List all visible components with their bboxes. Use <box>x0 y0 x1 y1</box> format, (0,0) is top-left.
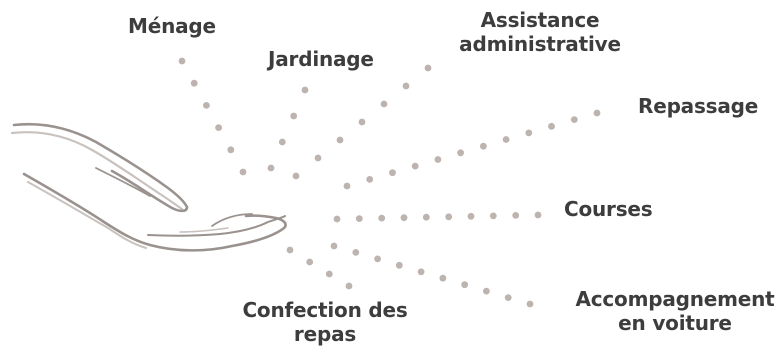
connector-dot-confection <box>345 282 353 290</box>
connector-dot-repassage <box>525 129 533 137</box>
connector-dot-jardinage <box>301 86 309 94</box>
connector-dot-menage <box>239 168 247 176</box>
service-label-line: en voiture <box>618 311 732 335</box>
connector-dot-courses <box>378 214 386 222</box>
service-label-line: Accompagnement <box>575 287 775 311</box>
connector-dot-accompagnement <box>504 294 512 301</box>
service-label-jardinage: Jardinage <box>268 47 374 71</box>
connector-dot-courses <box>355 215 363 223</box>
connector-dot-jardinage <box>267 164 275 172</box>
connector-dot-assistance <box>380 100 388 108</box>
connector-dot-assistance <box>314 154 322 162</box>
service-label-menage: Ménage <box>128 14 216 38</box>
service-label-courses: Courses <box>564 197 653 221</box>
connector-dot-courses <box>534 211 542 219</box>
connector-dot-courses <box>333 215 341 223</box>
connector-dot-courses <box>400 214 408 222</box>
connector-dot-accompagnement <box>374 255 381 263</box>
service-label-line: Confection des <box>242 298 408 322</box>
connector-dot-menage <box>178 57 186 65</box>
connector-dot-repassage <box>457 149 464 157</box>
connector-dot-accompagnement <box>461 281 469 289</box>
connector-dot-courses <box>512 212 520 219</box>
connector-dot-courses <box>422 213 430 221</box>
connector-dot-accompagnement <box>330 242 338 250</box>
connector-dot-menage <box>190 79 198 87</box>
service-label-line: Repassage <box>638 94 759 118</box>
service-label-line: administrative <box>459 32 621 56</box>
connector-dot-assistance <box>424 64 432 72</box>
connector-dot-assistance <box>402 82 410 90</box>
service-label-assistance-administrative: Assistance administrative <box>440 8 640 56</box>
connector-dot-repassage <box>548 122 555 130</box>
connector-dot-repassage <box>411 162 419 170</box>
connector-dot-courses <box>445 213 453 221</box>
connector-dot-assistance <box>336 136 344 144</box>
connector-dot-accompagnement <box>439 274 447 282</box>
connector-dot-assistance <box>292 172 300 180</box>
connector-dot-menage <box>227 146 235 154</box>
connector-dot-repassage <box>366 176 374 183</box>
connector-dot-repassage <box>389 169 396 177</box>
service-label-confection-des-repas: Confection des repas <box>235 298 415 346</box>
service-label-line: Assistance <box>480 8 600 32</box>
connector-dot-accompagnement <box>352 249 360 256</box>
connector-dot-repassage <box>502 136 510 143</box>
connector-dot-accompagnement <box>395 261 403 269</box>
service-label-line: repas <box>293 322 357 346</box>
connector-dot-menage <box>215 124 223 131</box>
connector-dot-repassage <box>434 156 442 163</box>
connector-dot-repassage <box>480 142 487 150</box>
connector-dot-courses <box>467 212 475 220</box>
connector-dot-jardinage <box>278 138 286 146</box>
connector-dot-menage <box>203 102 210 109</box>
connector-dot-confection <box>325 270 333 278</box>
service-label-line: Ménage <box>128 14 216 38</box>
connector-dot-repassage <box>593 109 601 117</box>
connector-dot-accompagnement <box>526 300 534 308</box>
service-label-line: Courses <box>564 197 653 221</box>
service-label-line: Jardinage <box>268 47 374 71</box>
connector-dot-confection <box>286 246 294 254</box>
connector-dot-repassage <box>570 116 578 123</box>
connector-dot-confection <box>306 258 314 266</box>
service-label-repassage: Repassage <box>638 94 758 118</box>
connector-dot-jardinage <box>290 112 298 120</box>
connector-dot-assistance <box>358 118 366 126</box>
connector-dot-accompagnement <box>417 268 425 276</box>
connector-dot-repassage <box>343 182 351 190</box>
connector-dot-courses <box>489 212 497 220</box>
connector-dot-accompagnement <box>483 287 490 295</box>
service-label-accompagnement-en-voiture: Accompagnement en voiture <box>565 287 784 335</box>
